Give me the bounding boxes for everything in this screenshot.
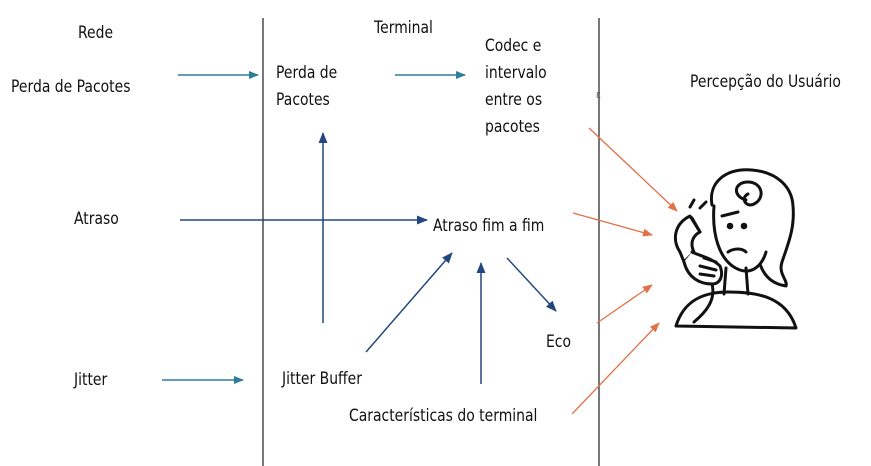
- node-caracteristicas-do-terminal: Características do terminal: [349, 406, 538, 426]
- arrow-fim-to-eco: [506, 257, 557, 312]
- node-terminal-perda-de-pacotes: Perda de Pacotes: [276, 63, 338, 110]
- stray-mark: ε: [596, 88, 601, 101]
- arrow-buffer-to-fim: [365, 252, 453, 353]
- column-header-terminal: Terminal: [374, 18, 433, 38]
- arrow-codec-to-user: [588, 127, 678, 212]
- node-rede-atraso: Atraso: [74, 209, 119, 229]
- node-atraso-fim-a-fim: Atraso fim a fim: [433, 216, 545, 236]
- node-jitter-buffer: Jitter Buffer: [282, 369, 362, 389]
- column-header-rede: Rede: [78, 23, 114, 43]
- person-on-phone-icon: [673, 168, 798, 330]
- node-rede-perda-de-pacotes: Perda de Pacotes: [11, 77, 131, 97]
- node-codec-intervalo: Codec e intervalo entre os pacotes: [485, 36, 547, 137]
- node-rede-jitter: Jitter: [74, 370, 108, 390]
- column-header-usuario: Percepção do Usuário: [690, 72, 841, 92]
- arrow-eco-to-user: [596, 284, 653, 324]
- arrow-caracteristicas-to-user: [571, 322, 660, 415]
- node-eco: Eco: [546, 332, 572, 352]
- arrow-fim-to-user: [572, 212, 653, 237]
